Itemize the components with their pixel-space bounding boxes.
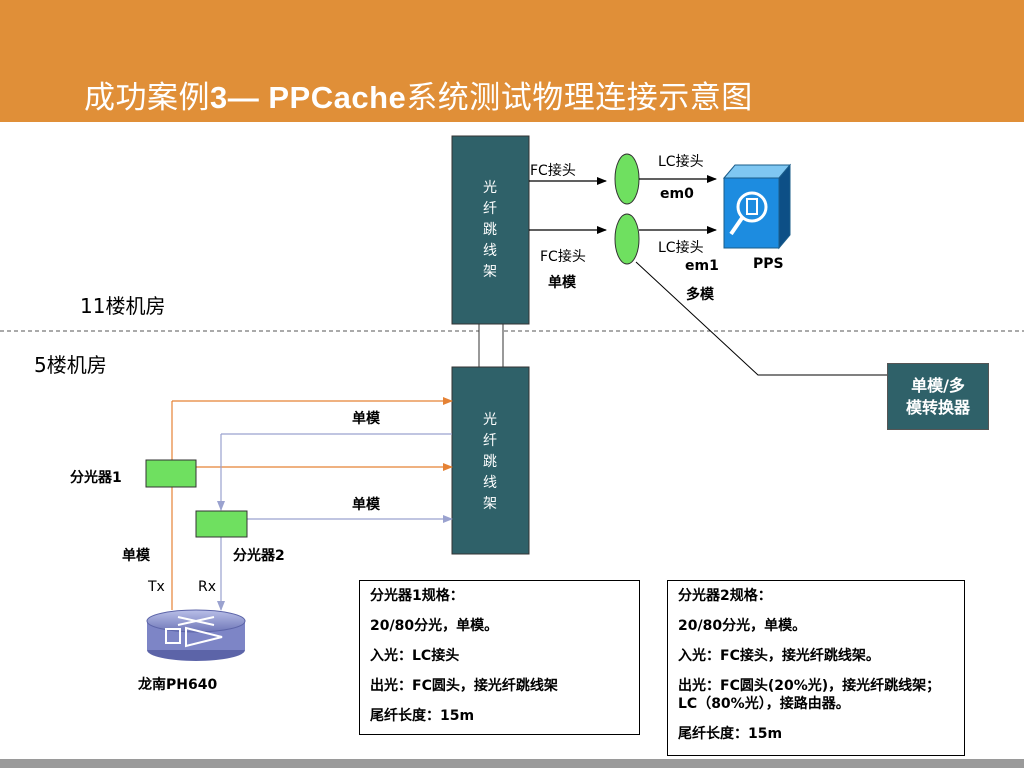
mode-converter: 单模/多模转换器 [887,363,989,430]
splitter2 [195,510,248,538]
router-icon [146,609,246,661]
fc-label-1: FC接头 [530,163,576,179]
lower-panel-label: 光纤跳线架 [483,412,497,512]
room-label-5f: 5楼机房 [34,353,107,377]
spec2-line: 尾纤长度：15m [678,726,783,742]
splitter2-label: 分光器2 [233,548,285,564]
fc-label-2: FC接头 [540,249,586,265]
em0-label: em0 [660,186,694,202]
splitter1-label: 分光器1 [70,470,122,486]
multi-mode-label: 多模 [686,287,714,303]
spec1-line: 20/80分光，单模。 [370,618,499,634]
rx-label: Rx [198,579,217,595]
panel-link [478,323,504,368]
upper-patch-panel [451,135,530,325]
lc-label-1: LC接头 [658,154,704,170]
lc-connector-em1 [614,213,640,265]
single-mode-label-3: 单模 [122,548,150,564]
splitter1-spec-box: 分光器1规格： 20/80分光，单模。 入光：LC接头 出光：FC圆头，接光纤跳… [359,580,640,735]
spec1-line: 入光：LC接头 [370,648,460,664]
spec2-line: 入光：FC接头，接光纤跳线架。 [678,648,880,664]
spec2-line: 20/80分光，单模。 [678,618,807,634]
lc-label-2: LC接头 [658,240,704,256]
spec2-line: 出光：FC圆头(20%光)，接光纤跳线架；LC（80%光），接路由器。 [678,678,941,712]
converter-link [635,261,887,376]
upper-panel-label: 光纤跳线架 [483,180,497,280]
pps-label: PPS [753,256,784,272]
splitter2-spec-box: 分光器2规格： 20/80分光，单模。 入光：FC接头，接光纤跳线架。 出光：F… [667,580,965,756]
spec1-line: 分光器1规格： [370,588,464,604]
spec1-line: 出光：FC圆头，接光纤跳线架 [370,678,558,694]
header-bar [0,0,1024,122]
single-mode-label-upper: 单模 [548,275,576,291]
em1-label: em1 [685,258,719,274]
spec1-line: 尾纤长度：15m [370,708,475,724]
single-mode-label-2: 单模 [352,497,380,513]
pps-server-icon [722,163,792,250]
tx-label: Tx [148,579,165,595]
router-label: 龙南PH640 [138,677,218,693]
page-title: 成功案例3— PPCache系统测试物理连接示意图 [84,80,753,116]
lower-patch-panel [451,366,530,555]
bottom-bar [0,759,1024,768]
room-label-11f: 11楼机房 [80,294,166,318]
spec2-line: 分光器2规格： [678,588,772,604]
splitter1 [145,459,197,488]
single-mode-label-1: 单模 [352,411,380,427]
lc-connector-em0 [614,153,640,205]
